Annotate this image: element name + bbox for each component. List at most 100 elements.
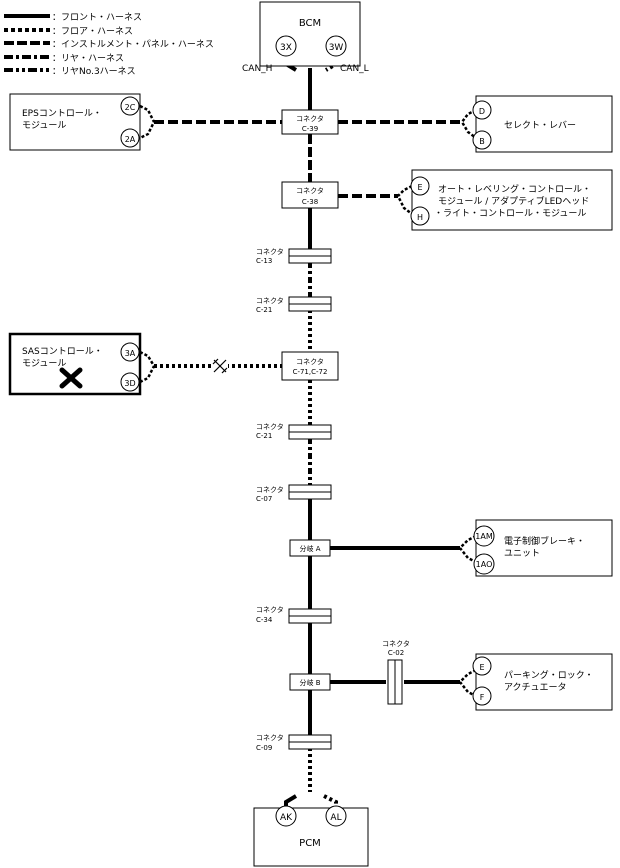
connector-c71-c72: コネクタ C-71,C-72: [281, 351, 339, 381]
headlamp-label-1: オート・レベリング・コントロール・: [438, 183, 591, 195]
junction-a-label: 分岐 A: [299, 544, 320, 553]
can-l-label: CAN_L: [340, 64, 369, 74]
brake-pin-1am: [473, 525, 495, 547]
sas-fault-cross-icon: [59, 367, 83, 389]
brake-label-2: ユニット: [504, 549, 540, 559]
bcm-pin-3x-label: 3X: [280, 43, 292, 53]
bcm-module: BCM 3X 3W: [259, 1, 361, 67]
select-pin-b: [472, 130, 492, 150]
connector-c38-code: C-38: [302, 198, 318, 206]
can-h-label: CAN_H: [242, 64, 272, 74]
legend: ：フロント・ハーネス ：フロア・ハーネス ：インストルメント・パネル・ハーネス …: [4, 12, 214, 77]
connector-c21-upper-title: コネクタ: [256, 296, 284, 305]
connector-c02: コネクタ C-02: [382, 639, 410, 705]
eps-label-1: EPSコントロール・: [22, 109, 102, 119]
open-circuit-icon: [212, 358, 228, 374]
pcm-pin-al: [325, 805, 347, 827]
connector-c34-code: C-34: [256, 616, 273, 624]
headlamp-pin-e-label: E: [417, 183, 422, 192]
select-pin-b-label: B: [479, 137, 485, 146]
legend-inst-label: ：インストルメント・パネル・ハーネス: [52, 39, 214, 50]
connector-c71-code: C-71,C-72: [293, 368, 328, 376]
junction-a: 分岐 A: [289, 539, 331, 557]
connector-c02-code: C-02: [388, 649, 404, 657]
bcm-label: BCM: [299, 18, 321, 29]
pcm-pin-al-label: AL: [330, 813, 341, 823]
sas-pin-3d-label: 3D: [124, 379, 135, 388]
eps-label-2: モジュール: [22, 121, 66, 131]
connector-c13: コネクタ C-13: [256, 247, 332, 265]
wire-brake-fork: [458, 534, 477, 564]
connector-c02-title: コネクタ: [382, 639, 410, 648]
connector-c71-title: コネクタ: [296, 357, 324, 366]
parking-label-1: パーキング・ロック・: [504, 669, 594, 681]
parking-label-2: アクチュエータ: [504, 682, 567, 693]
connector-c21-lower-title: コネクタ: [256, 422, 284, 431]
wire-select-fork: [460, 108, 477, 139]
bcm-pin-3w: [325, 35, 347, 57]
brake-label-1: 電子制御ブレーキ・: [504, 535, 585, 547]
bcm-pin-3w-label: 3W: [329, 43, 344, 53]
sas-label-2: モジュール: [22, 359, 66, 369]
pcm-label: PCM: [299, 838, 321, 849]
connector-c07-title: コネクタ: [256, 485, 284, 494]
sas-pin-3d: [120, 372, 140, 392]
connector-c09: コネクタ C-09: [256, 733, 332, 752]
eps-module: EPSコントロール・ モジュール 2C 2A: [9, 93, 141, 151]
parking-actuator-module: パーキング・ロック・ アクチュエータ E F: [472, 653, 613, 711]
headlamp-module: オート・レベリング・コントロール・ モジュール / アダプティブLEDヘッド ・…: [410, 169, 613, 231]
connector-c13-title: コネクタ: [256, 247, 284, 256]
connector-c38-title: コネクタ: [296, 186, 324, 195]
parking-pin-f: [472, 686, 492, 706]
legend-rear3-label: ：リヤNo.3ハーネス: [52, 66, 136, 77]
connector-c21-upper: コネクタ C-21: [256, 296, 332, 314]
connector-c07: コネクタ C-07: [256, 484, 332, 503]
brake-unit-module: 電子制御ブレーキ・ ユニット 1AM 1AO: [473, 519, 613, 577]
junction-b: 分岐 B: [289, 673, 331, 691]
headlamp-pin-e: [410, 176, 430, 196]
legend-front-label: ：フロント・ハーネス: [52, 12, 142, 23]
brake-pin-1am-label: 1AM: [475, 532, 493, 541]
wires: [139, 56, 477, 810]
connector-c21-lower-code: C-21: [256, 432, 272, 440]
connector-c38: コネクタ C-38: [281, 181, 339, 209]
eps-pin-2a: [120, 128, 140, 148]
brake-pin-1ao-label: 1AO: [476, 560, 493, 569]
sas-pin-3a-label: 3A: [125, 349, 136, 358]
pcm-pin-ak-label: AK: [280, 813, 293, 823]
parking-pin-e-label: E: [479, 663, 484, 672]
legend-floor-label: ：フロア・ハーネス: [52, 26, 133, 37]
pcm-pin-ak: [275, 805, 297, 827]
connector-c39-code: C-39: [302, 125, 318, 133]
eps-pin-2a-label: 2A: [125, 135, 136, 144]
wire-eps-fork: [139, 104, 156, 140]
connector-c13-code: C-13: [256, 257, 272, 265]
bcm-pin-3x: [275, 35, 297, 57]
connector-c09-title: コネクタ: [256, 733, 284, 742]
eps-pin-2c: [120, 96, 140, 116]
sas-module: SASコントロール・ モジュール 3A 3D: [8, 332, 142, 396]
select-lever-module: セレクト・レバー D B: [472, 95, 613, 153]
brake-pin-1ao: [473, 553, 495, 575]
connector-c34: コネクタ C-34: [256, 605, 332, 624]
headlamp-label-2: モジュール / アダプティブLEDヘッド: [438, 195, 589, 207]
connector-c21-lower: コネクタ C-21: [256, 422, 332, 440]
headlamp-pin-h-label: H: [417, 213, 423, 222]
headlamp-label-3: ・ライト・コントロール・モジュール: [434, 208, 586, 219]
connector-c09-code: C-09: [256, 744, 272, 752]
select-pin-d: [472, 100, 492, 120]
parking-pin-f-label: F: [480, 693, 485, 702]
eps-pin-2c-label: 2C: [125, 103, 136, 112]
headlamp-pin-h: [410, 206, 430, 226]
connector-c34-title: コネクタ: [256, 605, 284, 614]
wire-parking-fork: [458, 668, 477, 698]
junction-b-label: 分岐 B: [299, 678, 320, 687]
connector-c21-upper-code: C-21: [256, 306, 272, 314]
wire-sas-fork: [139, 350, 156, 384]
parking-pin-e: [472, 656, 492, 676]
sas-pin-3a: [120, 342, 140, 362]
wire-headlamp-fork: [396, 184, 413, 215]
connector-c39: コネクタ C-39: [281, 109, 339, 135]
connector-c07-code: C-07: [256, 495, 272, 503]
